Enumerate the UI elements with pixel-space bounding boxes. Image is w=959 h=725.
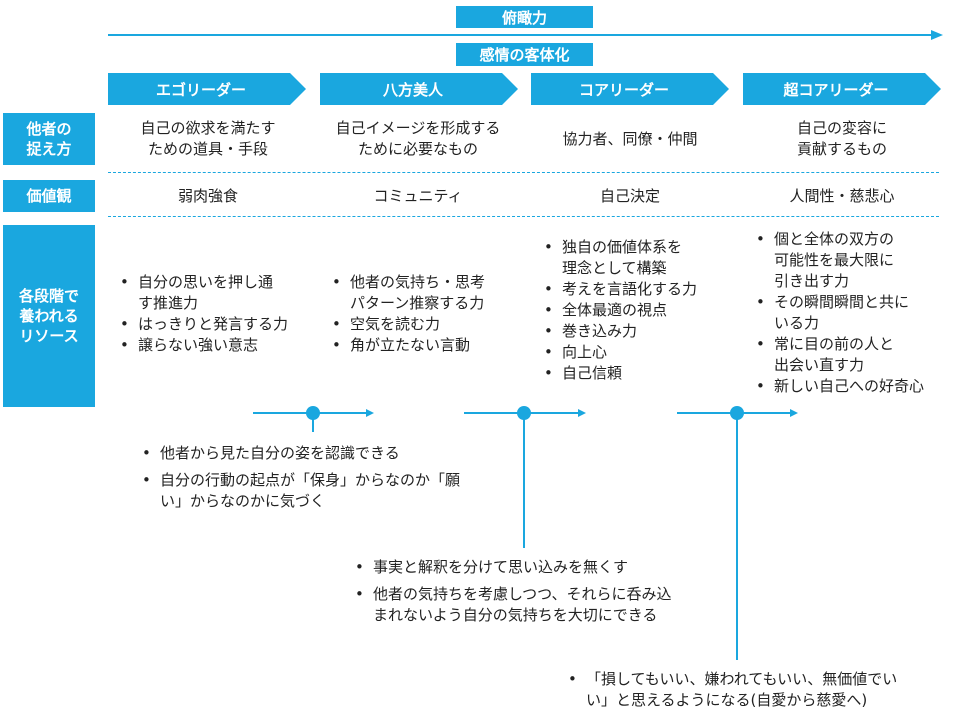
resource-list-core: 独自の価値体系を 理念として構築 考えを言語化する力 全体最適の視点 巻き込み力…	[542, 237, 752, 384]
values-cell: 弱肉強食	[177, 186, 238, 205]
transition-arrow-1	[253, 406, 374, 432]
stage-people-pleaser: 八方美人	[320, 73, 518, 105]
row-label-values: 価値観	[3, 180, 95, 212]
overview-arrow	[108, 30, 943, 40]
list-item: 他者から見た自分の姿を認識できる	[142, 443, 500, 464]
objectification-label: 感情の客体化	[456, 43, 593, 66]
row-divider	[108, 172, 939, 173]
list-item: 自分の行動の起点が「保身」からなのか「願 い」からなのかに気づく	[142, 470, 500, 512]
row-divider	[108, 216, 939, 217]
list-item: その瞬間瞬間と共に いる力	[756, 292, 959, 334]
perception-cell: 協力者、同僚・仲間	[562, 129, 698, 148]
transition-notes-3: 「損してもいい、嫌われてもいい、無価値でい い」と思えるようになる(自愛から慈愛…	[566, 669, 946, 711]
list-item: 向上心	[544, 342, 752, 363]
list-item: 自己信頼	[544, 363, 752, 384]
list-item: 巻き込み力	[544, 321, 752, 342]
list-item: 空気を読む力	[332, 314, 540, 335]
list-item: 他者の気持ち・思考 パターン推察する力	[332, 272, 540, 314]
list-item: 自分の思いを押し通 す推進力	[120, 272, 328, 314]
list-item: 全体最適の視点	[544, 300, 752, 321]
stage-super-core-leader: 超コアリーダー	[743, 73, 941, 105]
list-item: 常に目の前の人と 出会い直す力	[756, 334, 959, 376]
perception-cell: 自己イメージを形成する ために必要なもの	[335, 119, 501, 158]
values-cell: 人間性・慈悲心	[789, 186, 895, 205]
row-label-perception: 他者の 捉え方	[3, 113, 95, 165]
values-cell: コミュニティ	[373, 186, 463, 205]
list-item: 「損してもいい、嫌われてもいい、無価値でい い」と思えるようになる(自愛から慈愛…	[568, 669, 946, 711]
stage-core-leader: コアリーダー	[531, 73, 729, 105]
perception-cell: 自己の変容に 貢献するもの	[796, 119, 887, 158]
transition-arrow-3	[677, 406, 798, 660]
list-item: 新しい自己への好奇心	[756, 376, 959, 397]
list-item: 考えを言語化する力	[544, 279, 752, 300]
list-item: 独自の価値体系を 理念として構築	[544, 237, 752, 279]
list-item: 角が立たない言動	[332, 335, 540, 356]
list-item: 他者の気持ちを考慮しつつ、それらに呑み込 まれないよう自分の気持ちを大切にできる	[355, 584, 723, 626]
transition-arrow-2	[464, 406, 586, 548]
resource-list-super-core: 個と全体の双方の 可能性を最大限に 引き出す力 その瞬間瞬間と共に いる力 常に…	[754, 229, 959, 397]
row-label-resources: 各段階で 養われる リソース	[3, 225, 95, 407]
overview-label: 俯瞰力	[456, 6, 593, 28]
list-item: 譲らない強い意志	[120, 335, 328, 356]
transition-notes-1: 他者から見た自分の姿を認識できる 自分の行動の起点が「保身」からなのか「願 い」…	[140, 443, 500, 512]
values-cell: 自己決定	[599, 186, 660, 205]
stage-ego-leader: エゴリーダー	[108, 73, 306, 105]
resource-list-ego: 自分の思いを押し通 す推進力 はっきりと発言する力 譲らない強い意志	[118, 272, 328, 356]
perception-cell: 自己の欲求を満たす ための道具・手段	[140, 119, 276, 158]
list-item: 個と全体の双方の 可能性を最大限に 引き出す力	[756, 229, 959, 292]
list-item: はっきりと発言する力	[120, 314, 328, 335]
list-item: 事実と解釈を分けて思い込みを無くす	[355, 557, 723, 578]
resource-list-pleaser: 他者の気持ち・思考 パターン推察する力 空気を読む力 角が立たない言動	[330, 272, 540, 356]
transition-notes-2: 事実と解釈を分けて思い込みを無くす 他者の気持ちを考慮しつつ、それらに呑み込 ま…	[353, 557, 723, 626]
